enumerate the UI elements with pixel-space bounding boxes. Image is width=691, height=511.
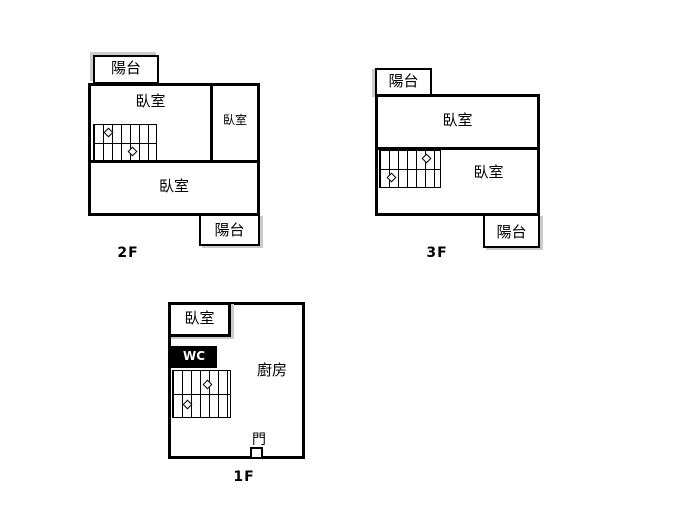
2f-floor-label: 2F xyxy=(117,245,139,261)
3f-balcony-top-label: 陽台 xyxy=(388,72,419,90)
3f-partition-horizontal xyxy=(378,147,537,150)
1f-wc-bar: WC xyxy=(171,346,217,368)
1f-bedroom xyxy=(168,302,231,337)
1f-door-icon xyxy=(250,447,263,459)
2f-partition-horizontal xyxy=(91,160,257,163)
3f-balcony-top xyxy=(375,68,432,96)
2f-stairs xyxy=(93,124,157,161)
3f-balcony-bottom-label: 陽台 xyxy=(496,223,527,241)
2f-balcony-bottom-label: 陽台 xyxy=(214,221,245,239)
2f-bedroom-right-label: 臥室 xyxy=(222,113,247,127)
2f-partition-vertical xyxy=(210,86,213,163)
1f-door-label: 門 xyxy=(252,432,266,448)
2f-balcony-top-label: 陽台 xyxy=(110,59,141,77)
3f-balcony-bottom xyxy=(483,214,540,248)
1f-floor-label: 1F xyxy=(233,469,255,485)
3f-bedroom-bottom-label: 臥室 xyxy=(473,163,504,181)
1f-kitchen-label: 廚房 xyxy=(256,361,287,379)
1f-stairs xyxy=(172,370,231,418)
3f-floor-label: 3F xyxy=(426,245,448,261)
2f-bedroom-bottom-label: 臥室 xyxy=(158,177,189,195)
3f-stairs xyxy=(379,150,441,188)
1f-bedroom-label: 臥室 xyxy=(184,309,215,327)
3f-bedroom-top-label: 臥室 xyxy=(442,111,473,129)
2f-bedroom-left-label: 臥室 xyxy=(135,92,166,110)
